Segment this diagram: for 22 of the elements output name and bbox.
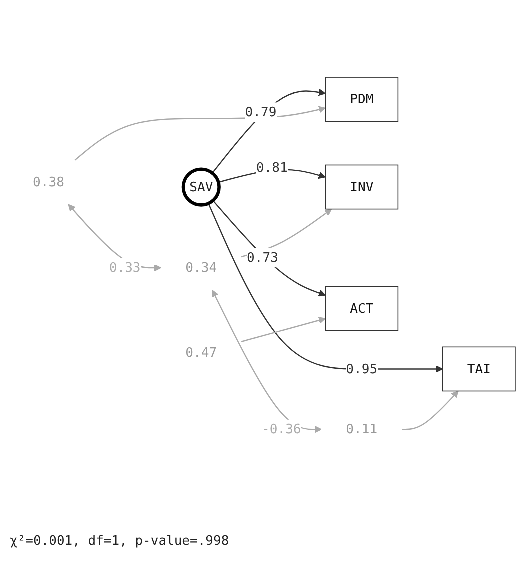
edge-label: 0.79 xyxy=(245,104,277,120)
node-box: PDM xyxy=(325,78,399,122)
node-box: TAI xyxy=(442,347,516,392)
arrow xyxy=(212,290,322,434)
node-circle: SAV xyxy=(182,168,221,208)
arrow xyxy=(212,200,326,298)
edge-label: 0.33 xyxy=(109,260,141,276)
arrow xyxy=(241,317,326,343)
arrow xyxy=(208,204,444,374)
node-text: 0.38 xyxy=(33,174,64,190)
edge-label: 0.73 xyxy=(247,250,278,266)
edge-label: -0.36 xyxy=(262,422,302,438)
edge-label: 0.81 xyxy=(256,160,288,176)
fit-statistics: χ²=0.001, df=1, p-value=.998 xyxy=(10,534,230,549)
edge-label: 0.95 xyxy=(346,361,378,377)
node-text: 0.47 xyxy=(186,345,218,361)
node-text: 0.34 xyxy=(186,260,218,276)
node-text: 0.11 xyxy=(346,422,378,438)
node-box: INV xyxy=(325,165,399,210)
node-box: ACT xyxy=(325,286,399,332)
arrow xyxy=(402,391,459,431)
arrow xyxy=(212,89,326,174)
